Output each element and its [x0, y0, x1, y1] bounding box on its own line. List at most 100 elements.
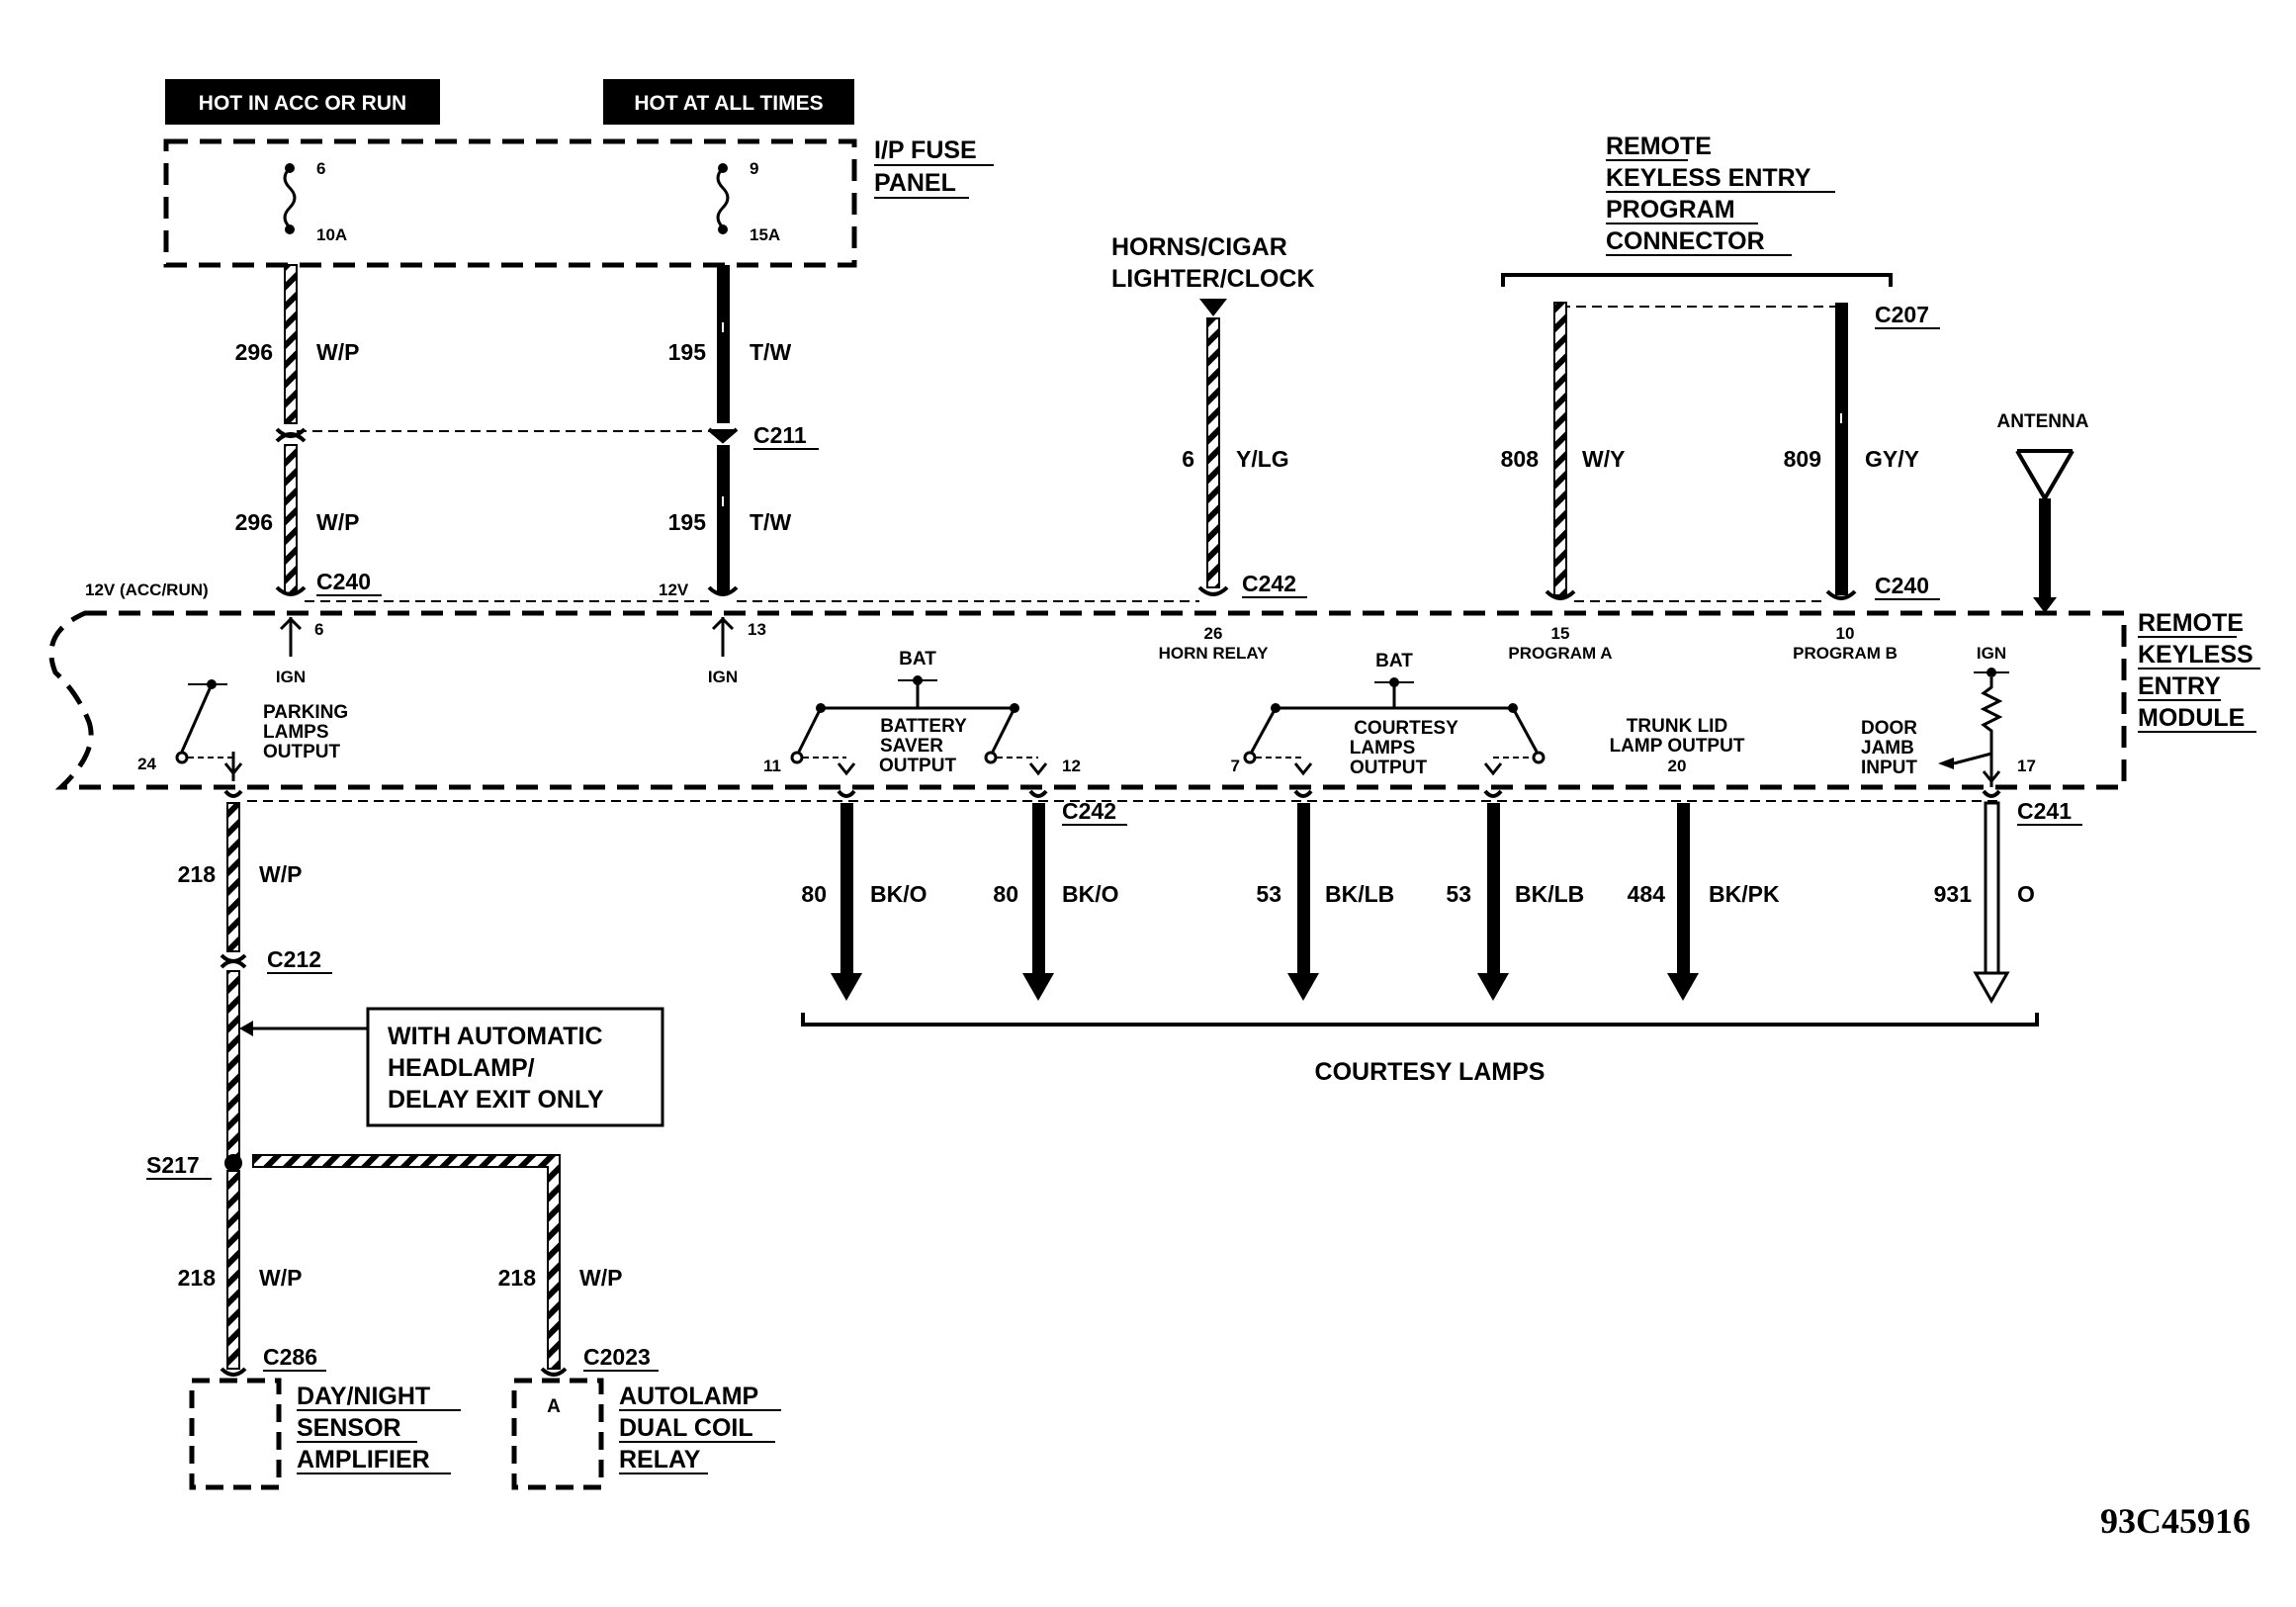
svg-text:OUTPUT: OUTPUT	[879, 756, 957, 776]
svg-text:13: 13	[748, 620, 766, 639]
svg-text:TRUNK LID: TRUNK LID	[1627, 716, 1727, 737]
svg-text:PANEL: PANEL	[874, 169, 956, 197]
circuit-296-color-lower: W/P	[316, 509, 359, 535]
circuit-80-color-b: BK/O	[1062, 881, 1119, 907]
circuit-53-number-a: 53	[1256, 881, 1281, 907]
connector-c2023: C2023	[583, 1344, 659, 1372]
pin-15-program-a: 15 PROGRAM A	[1508, 624, 1612, 663]
svg-text:17: 17	[2017, 757, 2036, 775]
autolamp-dual-coil-relay-label: AUTOLAMP DUAL COIL RELAY	[619, 1383, 781, 1474]
connector-c212: C212	[267, 946, 332, 974]
hot-in-acc-or-run-label: HOT IN ACC OR RUN	[165, 79, 440, 125]
svg-text:C286: C286	[263, 1344, 317, 1370]
svg-text:9: 9	[750, 159, 758, 178]
svg-text:ENTRY: ENTRY	[2138, 672, 2221, 700]
svg-text:LIGHTER/CLOCK: LIGHTER/CLOCK	[1111, 265, 1315, 293]
svg-text:JAMB: JAMB	[1861, 738, 1914, 759]
circuit-296-number-lower: 296	[235, 509, 273, 535]
svg-text:C242: C242	[1062, 798, 1116, 824]
wire-484	[1667, 803, 1699, 1001]
wire-931	[1973, 789, 2010, 1005]
svg-text:SAVER: SAVER	[880, 736, 943, 757]
svg-text:C211: C211	[753, 422, 807, 448]
svg-text:WITH AUTOMATIC: WITH AUTOMATIC	[388, 1023, 603, 1050]
circuit-218-color-top: W/P	[259, 861, 302, 887]
circuit-809-color: GY/Y	[1865, 446, 1919, 472]
wire-296	[275, 264, 307, 594]
trunk-lid-lamp-output-label: TRUNK LID LAMP OUTPUT 20	[1610, 716, 1745, 775]
figure-code: 93C45916	[2100, 1501, 2251, 1541]
door-jamb-input: IGN DOOR JAMB INPUT 17	[1861, 644, 2036, 787]
circuit-53-number-b: 53	[1446, 881, 1471, 907]
rke-module-label: REMOTE KEYLESS ENTRY MODULE	[2138, 609, 2260, 733]
svg-text:OUTPUT: OUTPUT	[1350, 758, 1428, 778]
connector-c240-left: C240	[316, 569, 382, 596]
circuit-484-number: 484	[1628, 881, 1666, 907]
svg-text:AMPLIFIER: AMPLIFIER	[297, 1446, 430, 1473]
svg-text:I/P FUSE: I/P FUSE	[874, 136, 977, 164]
svg-text:HORN RELAY: HORN RELAY	[1159, 644, 1269, 663]
circuit-484-color: BK/PK	[1709, 881, 1780, 907]
horns-arrow	[1199, 299, 1227, 316]
circuit-218-number-left: 218	[178, 1265, 217, 1291]
svg-text:HORNS/CIGAR: HORNS/CIGAR	[1111, 233, 1287, 261]
svg-text:KEYLESS ENTRY: KEYLESS ENTRY	[1606, 164, 1811, 192]
circuit-53-color-a: BK/LB	[1325, 881, 1394, 907]
svg-text:15A: 15A	[750, 225, 780, 244]
svg-text:26: 26	[1204, 624, 1223, 643]
svg-text:MODULE: MODULE	[2138, 704, 2245, 732]
wire-218-main	[220, 789, 247, 1377]
svg-text:C207: C207	[1875, 302, 1929, 327]
program-connector-bracket	[1501, 273, 1893, 287]
connector-c242-bottom: C242	[1062, 798, 1127, 826]
circuit-195-number: 195	[668, 339, 707, 365]
c240-contact-296	[275, 585, 307, 596]
svg-text:HOT AT ALL TIMES: HOT AT ALL TIMES	[634, 92, 823, 115]
svg-text:C241: C241	[2017, 798, 2072, 824]
circuit-218-color-right: W/P	[579, 1265, 622, 1291]
connector-c242-top: C242	[1242, 571, 1307, 598]
c240-contact-809	[1825, 589, 1857, 600]
svg-text:AUTOLAMP: AUTOLAMP	[619, 1383, 758, 1410]
circuit-6-number: 6	[1182, 446, 1194, 472]
svg-text:C2023: C2023	[583, 1344, 651, 1370]
svg-text:C212: C212	[267, 946, 321, 972]
svg-text:C240: C240	[316, 569, 371, 594]
wire-53-b	[1477, 789, 1509, 1001]
courtesy-lamps-output-switch: BAT 7 COURTESY LAMPS OUTPUT	[1231, 651, 1545, 778]
antenna-icon	[2015, 449, 2075, 613]
splice-s217: S217	[146, 1152, 242, 1180]
circuit-808-number: 808	[1501, 446, 1540, 472]
day-night-sensor-amplifier-box	[189, 1378, 282, 1490]
wire-809	[1835, 303, 1848, 595]
svg-text:DAY/NIGHT: DAY/NIGHT	[297, 1383, 430, 1410]
pin-26-horn-relay: 26 HORN RELAY	[1159, 624, 1269, 663]
hot-at-all-times-label: HOT AT ALL TIMES	[603, 79, 854, 125]
svg-text:LAMPS: LAMPS	[263, 722, 329, 743]
svg-text:DELAY EXIT ONLY: DELAY EXIT ONLY	[388, 1086, 604, 1114]
circuit-218-number-right: 218	[498, 1265, 537, 1291]
svg-text:REMOTE: REMOTE	[1606, 133, 1712, 160]
circuit-218-color-left: W/P	[259, 1265, 302, 1291]
circuit-296-number: 296	[235, 339, 273, 365]
c240-contact-808	[1545, 589, 1576, 600]
wire-195	[707, 265, 739, 593]
circuit-809-number: 809	[1784, 446, 1821, 472]
svg-text:PROGRAM: PROGRAM	[1606, 196, 1735, 223]
battery-saver-output-switch: BAT 11 12 BATTERY SAVER OUTPUT	[763, 649, 1081, 776]
svg-text:LAMP OUTPUT: LAMP OUTPUT	[1610, 736, 1745, 757]
antenna-label: ANTENNA	[1997, 411, 2089, 432]
circuit-6-color: Y/LG	[1236, 446, 1289, 472]
circuit-80-number-a: 80	[801, 881, 827, 907]
svg-text:REMOTE: REMOTE	[2138, 609, 2244, 637]
circuit-808-color: W/Y	[1582, 446, 1625, 472]
horns-cigar-lighter-clock-label: HORNS/CIGAR LIGHTER/CLOCK	[1111, 233, 1315, 293]
svg-text:IGN: IGN	[708, 668, 738, 686]
svg-text:KEYLESS: KEYLESS	[2138, 641, 2253, 669]
autolamp-dual-coil-relay-box	[511, 1378, 604, 1490]
12v-acc-run-label: 12V (ACC/RUN)	[85, 580, 209, 599]
connector-c211: C211	[753, 422, 819, 450]
wire-80-a	[831, 789, 862, 1001]
svg-text:IGN: IGN	[1977, 644, 2006, 663]
svg-text:COURTESY: COURTESY	[1354, 718, 1458, 739]
